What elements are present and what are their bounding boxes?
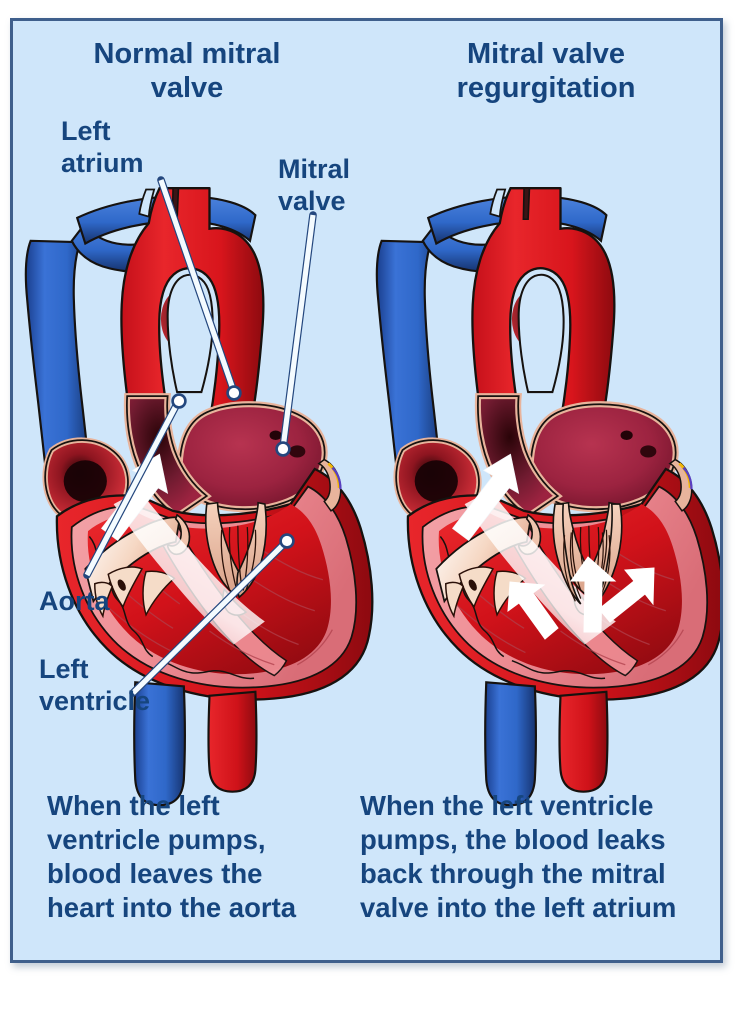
panel-normal-title-line2: valve [151,72,224,104]
regurg-arrow-1 [507,581,559,640]
label-left-ventricle-line2: ventricle [39,686,150,716]
regurgitation-arrows [507,556,655,640]
leader-dot-left-atrium [226,385,242,401]
leader-left-ventricle [129,533,295,697]
label-left-atrium-line1: Left [61,116,111,146]
caption-normal-line2: ventricle pumps, [47,824,266,855]
leader-mitral-valve [275,211,317,457]
regurg-arrow-3 [598,567,655,623]
leader-dot-mitral-valve [275,441,291,457]
caption-normal-line3: blood leaves the [47,858,262,889]
label-aorta: Aorta [39,586,110,616]
label-left-atrium-line2: atrium [61,148,144,178]
leader-left-atrium [157,176,242,401]
label-mitral-valve-line2: valve [278,186,346,216]
caption-regurgitation-line4: valve into the left atrium [360,892,676,923]
caption-normal-line1: When the left [47,790,220,821]
panel-normal-title-line1: Normal mitral [94,38,281,70]
leader-aorta [83,393,187,579]
leader-dot-left-ventricle [279,533,295,549]
panel-regurgitation-title-line2: regurgitation [457,72,636,104]
label-left-ventricle-line1: Left [39,654,89,684]
label-mitral-valve-line1: Mitral [278,154,350,184]
caption-normal-line4: heart into the aorta [47,892,297,923]
panel-normal: Normal mitral valve Left atrium Mitral v… [26,38,372,923]
panel-regurgitation: Mitral valve regurgitation When the left… [360,38,720,923]
caption-regurgitation-line1: When the left ventricle [360,790,653,821]
heart-diagram: Normal mitral valve Left atrium Mitral v… [13,38,720,923]
caption-regurgitation-line3: back through the mitral [360,858,666,889]
leader-dot-aorta [171,393,187,409]
caption-regurgitation-line2: pumps, the blood leaks [360,824,666,855]
panel-regurgitation-title-line1: Mitral valve [467,38,625,70]
figure-card: Normal mitral valve Left atrium Mitral v… [10,18,723,963]
regurg-arrow-2 [570,556,617,633]
